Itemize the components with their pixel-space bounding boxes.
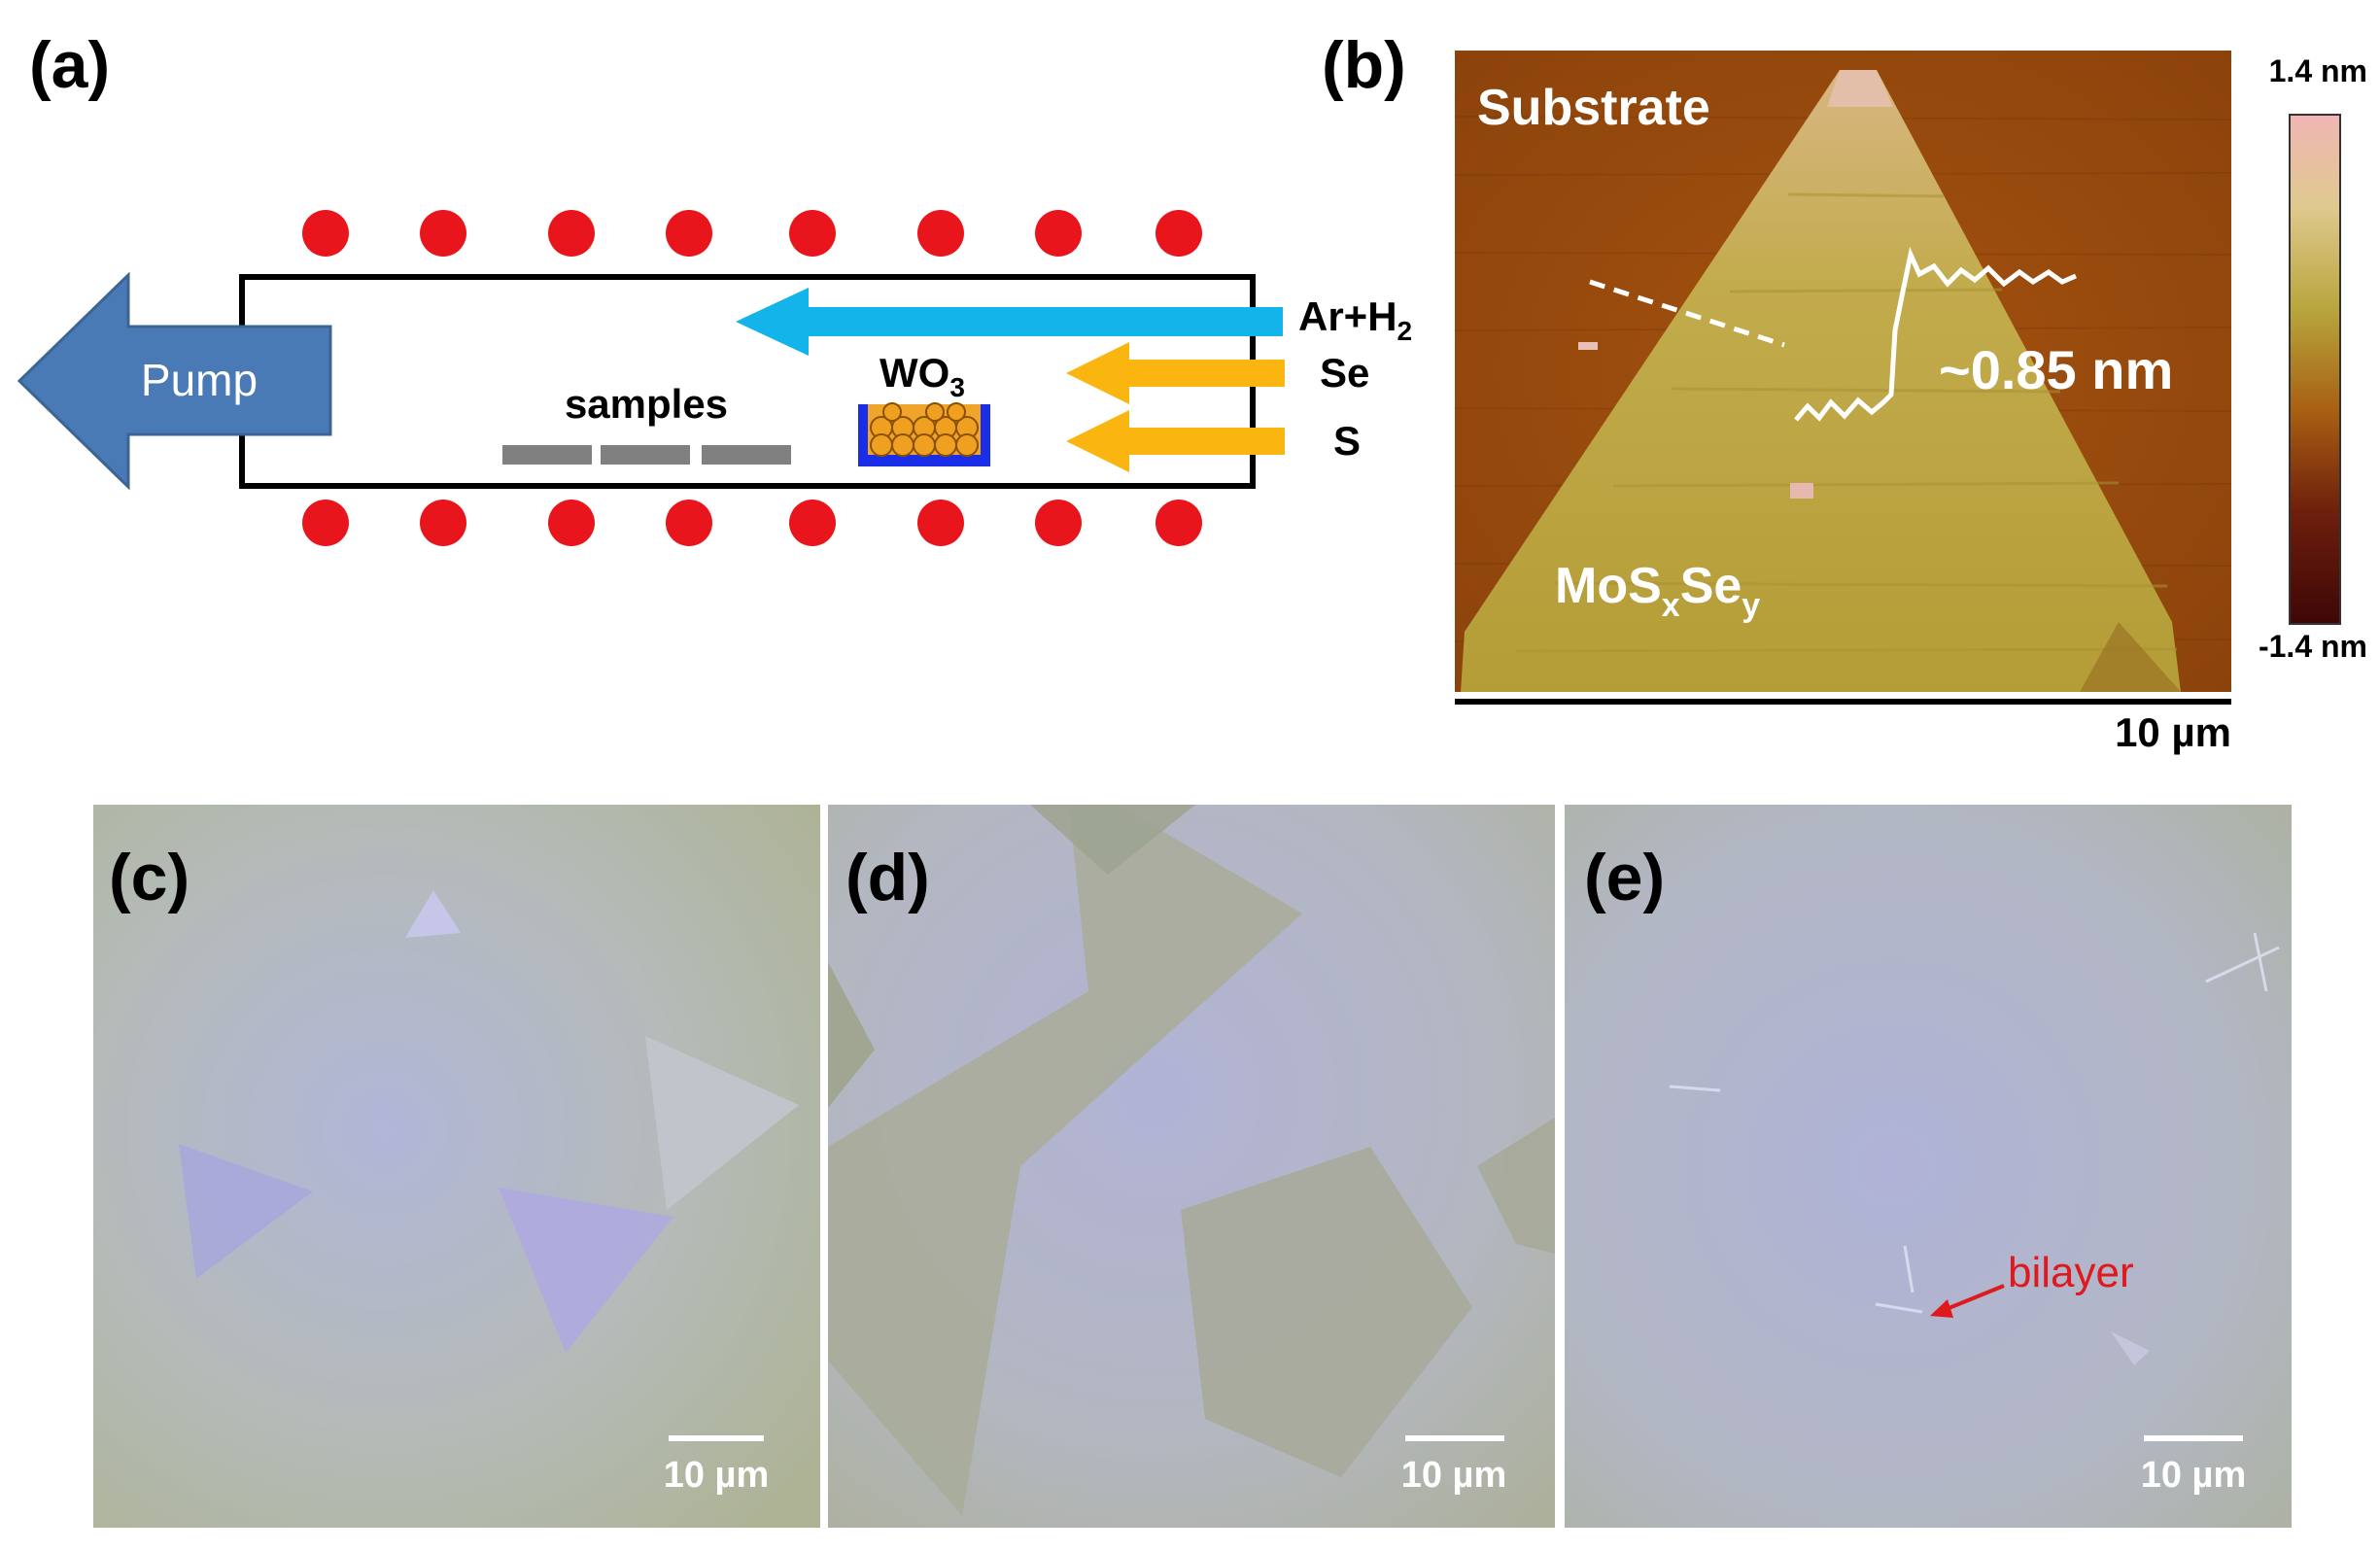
height-profile bbox=[1794, 246, 2077, 422]
flake-triangle bbox=[499, 1188, 673, 1353]
substrate-label: Substrate bbox=[1477, 80, 1710, 136]
panel-e-label: (e) bbox=[1584, 841, 1665, 914]
bilayer-label: bilayer bbox=[2008, 1249, 2134, 1296]
bilayer-arrow bbox=[1941, 1284, 2005, 1313]
pump-label: Pump bbox=[141, 355, 258, 405]
panel-b-label: (b) bbox=[1322, 28, 1406, 102]
gas-se-label: Se bbox=[1320, 350, 1369, 396]
colorbar-max-label: 1.4 nm bbox=[2269, 53, 2367, 88]
s-arrow bbox=[1066, 410, 1285, 472]
heater-dots-bottom bbox=[302, 500, 1202, 546]
panel-c-label: (c) bbox=[109, 841, 190, 914]
flake-triangle bbox=[179, 1144, 313, 1279]
se-arrow bbox=[1066, 342, 1285, 404]
pump-arrow bbox=[17, 271, 332, 491]
flake-label: MoSxSey bbox=[1555, 558, 1760, 624]
samples-label: samples bbox=[565, 381, 728, 427]
wo3-boat bbox=[858, 402, 990, 466]
mosxsey-flake bbox=[1461, 70, 2181, 692]
height-colorbar bbox=[2289, 114, 2341, 625]
gas-ar-h2-label: Ar+H2 bbox=[1298, 293, 1412, 346]
afm-image: Substrate ~0.85 nm MoSxSey bbox=[1455, 51, 2231, 692]
panel-e-scale-label: 10 µm bbox=[2141, 1455, 2247, 1496]
profile-line bbox=[1589, 279, 1785, 348]
panel-a-label: (a) bbox=[29, 28, 110, 102]
gas-s-label: S bbox=[1333, 418, 1361, 464]
flake-triangle bbox=[405, 890, 461, 938]
panel-d-scale-label: 10 µm bbox=[1401, 1455, 1507, 1496]
ar-h2-arrow bbox=[736, 288, 1283, 356]
step-height-label: ~0.85 nm bbox=[1939, 339, 2173, 400]
heater-dots-top bbox=[302, 210, 1202, 257]
bilayer-arrowhead bbox=[1930, 1299, 1953, 1318]
panel-e-optical: (e) bilayer 10 µm bbox=[1565, 805, 2292, 1528]
panel-c-scale-label: 10 µm bbox=[664, 1455, 770, 1496]
panel-d-label: (d) bbox=[845, 841, 930, 914]
panel-a: Pump samples WO3 Ar bbox=[17, 210, 1412, 546]
afm-scale-label: 10 µm bbox=[2115, 709, 2231, 755]
colorbar-min-label: -1.4 nm bbox=[2259, 629, 2367, 664]
wo3-label: WO3 bbox=[880, 350, 965, 402]
panel-c-optical: (c) 10 µm bbox=[93, 805, 820, 1528]
panel-d-optical: (d) 10 µm bbox=[828, 805, 1555, 1528]
flake-triangle bbox=[645, 1036, 799, 1210]
sample-wafers bbox=[502, 445, 791, 465]
